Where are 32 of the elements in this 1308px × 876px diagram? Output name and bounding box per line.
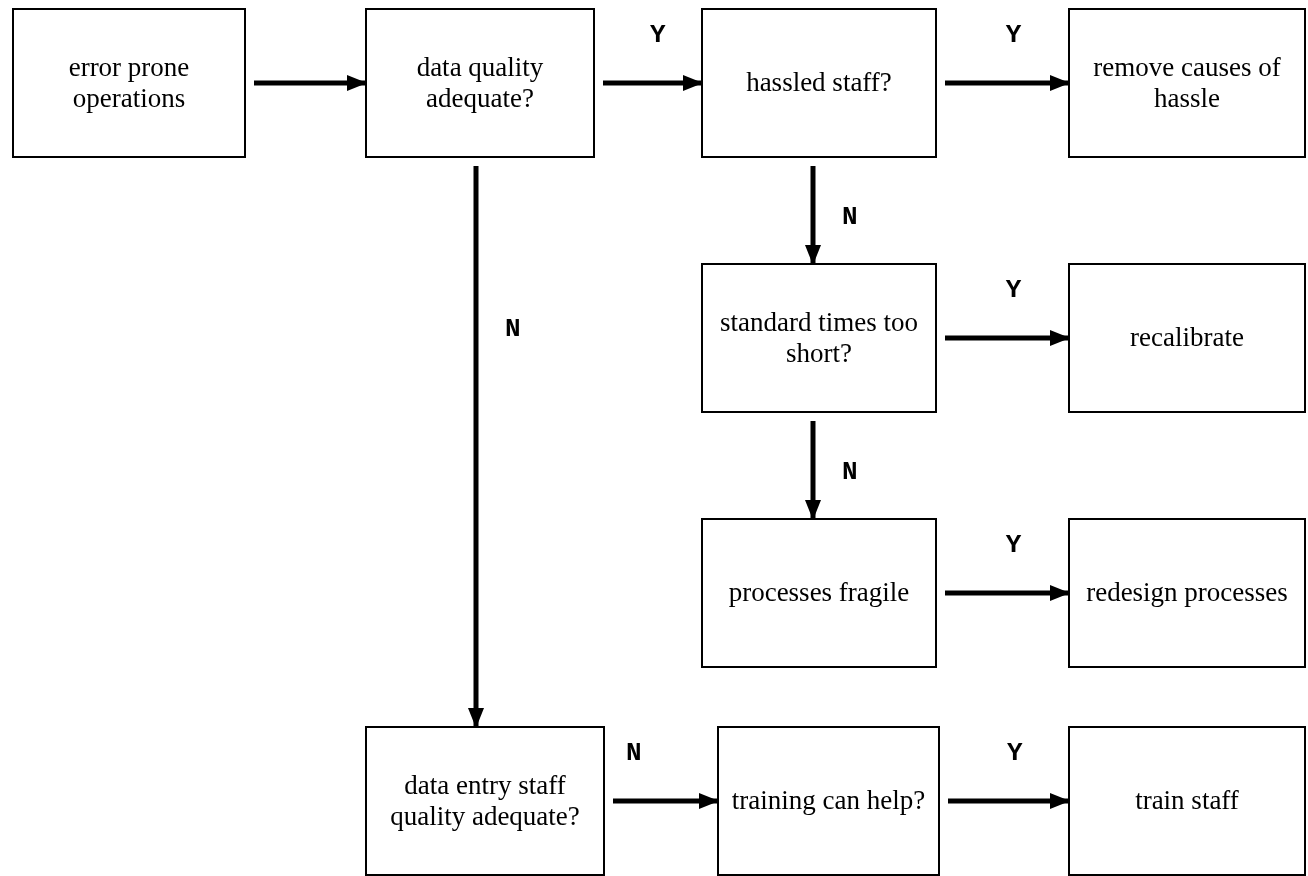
process-box <box>701 518 937 668</box>
box-text: data quality adequate? <box>415 51 545 115</box>
process-box <box>717 726 940 876</box>
arrow <box>805 421 821 520</box>
box-text: standard times too short? <box>719 306 919 370</box>
process-box <box>701 8 937 158</box>
arrow <box>613 793 719 809</box>
arrow <box>945 330 1070 346</box>
arrow <box>468 166 484 728</box>
box-text: training can help? <box>731 785 926 817</box>
box-text: data entry staff quality adequate? <box>389 769 581 833</box>
process-box <box>365 726 605 876</box>
arrow <box>805 166 821 265</box>
process-box <box>365 8 595 158</box>
arrow <box>254 75 367 91</box>
process-box <box>1068 726 1306 876</box>
arrow <box>948 793 1070 809</box>
process-box <box>1068 518 1306 668</box>
box-text: remove causes of hassle <box>1092 51 1282 115</box>
process-box <box>1068 8 1306 158</box>
box-text: hassled staff? <box>746 67 892 99</box>
box-text: redesign processes <box>1086 577 1288 609</box>
arrow <box>945 75 1070 91</box>
box-text: recalibrate <box>1130 322 1244 354</box>
process-box <box>701 263 937 413</box>
arrow <box>603 75 703 91</box>
arrow <box>945 585 1070 601</box>
box-text: processes fragile <box>728 577 910 609</box>
process-box <box>1068 263 1306 413</box>
process-box <box>12 8 246 158</box>
box-text: train staff <box>1135 785 1239 817</box>
box-text: error prone operations <box>67 51 191 115</box>
